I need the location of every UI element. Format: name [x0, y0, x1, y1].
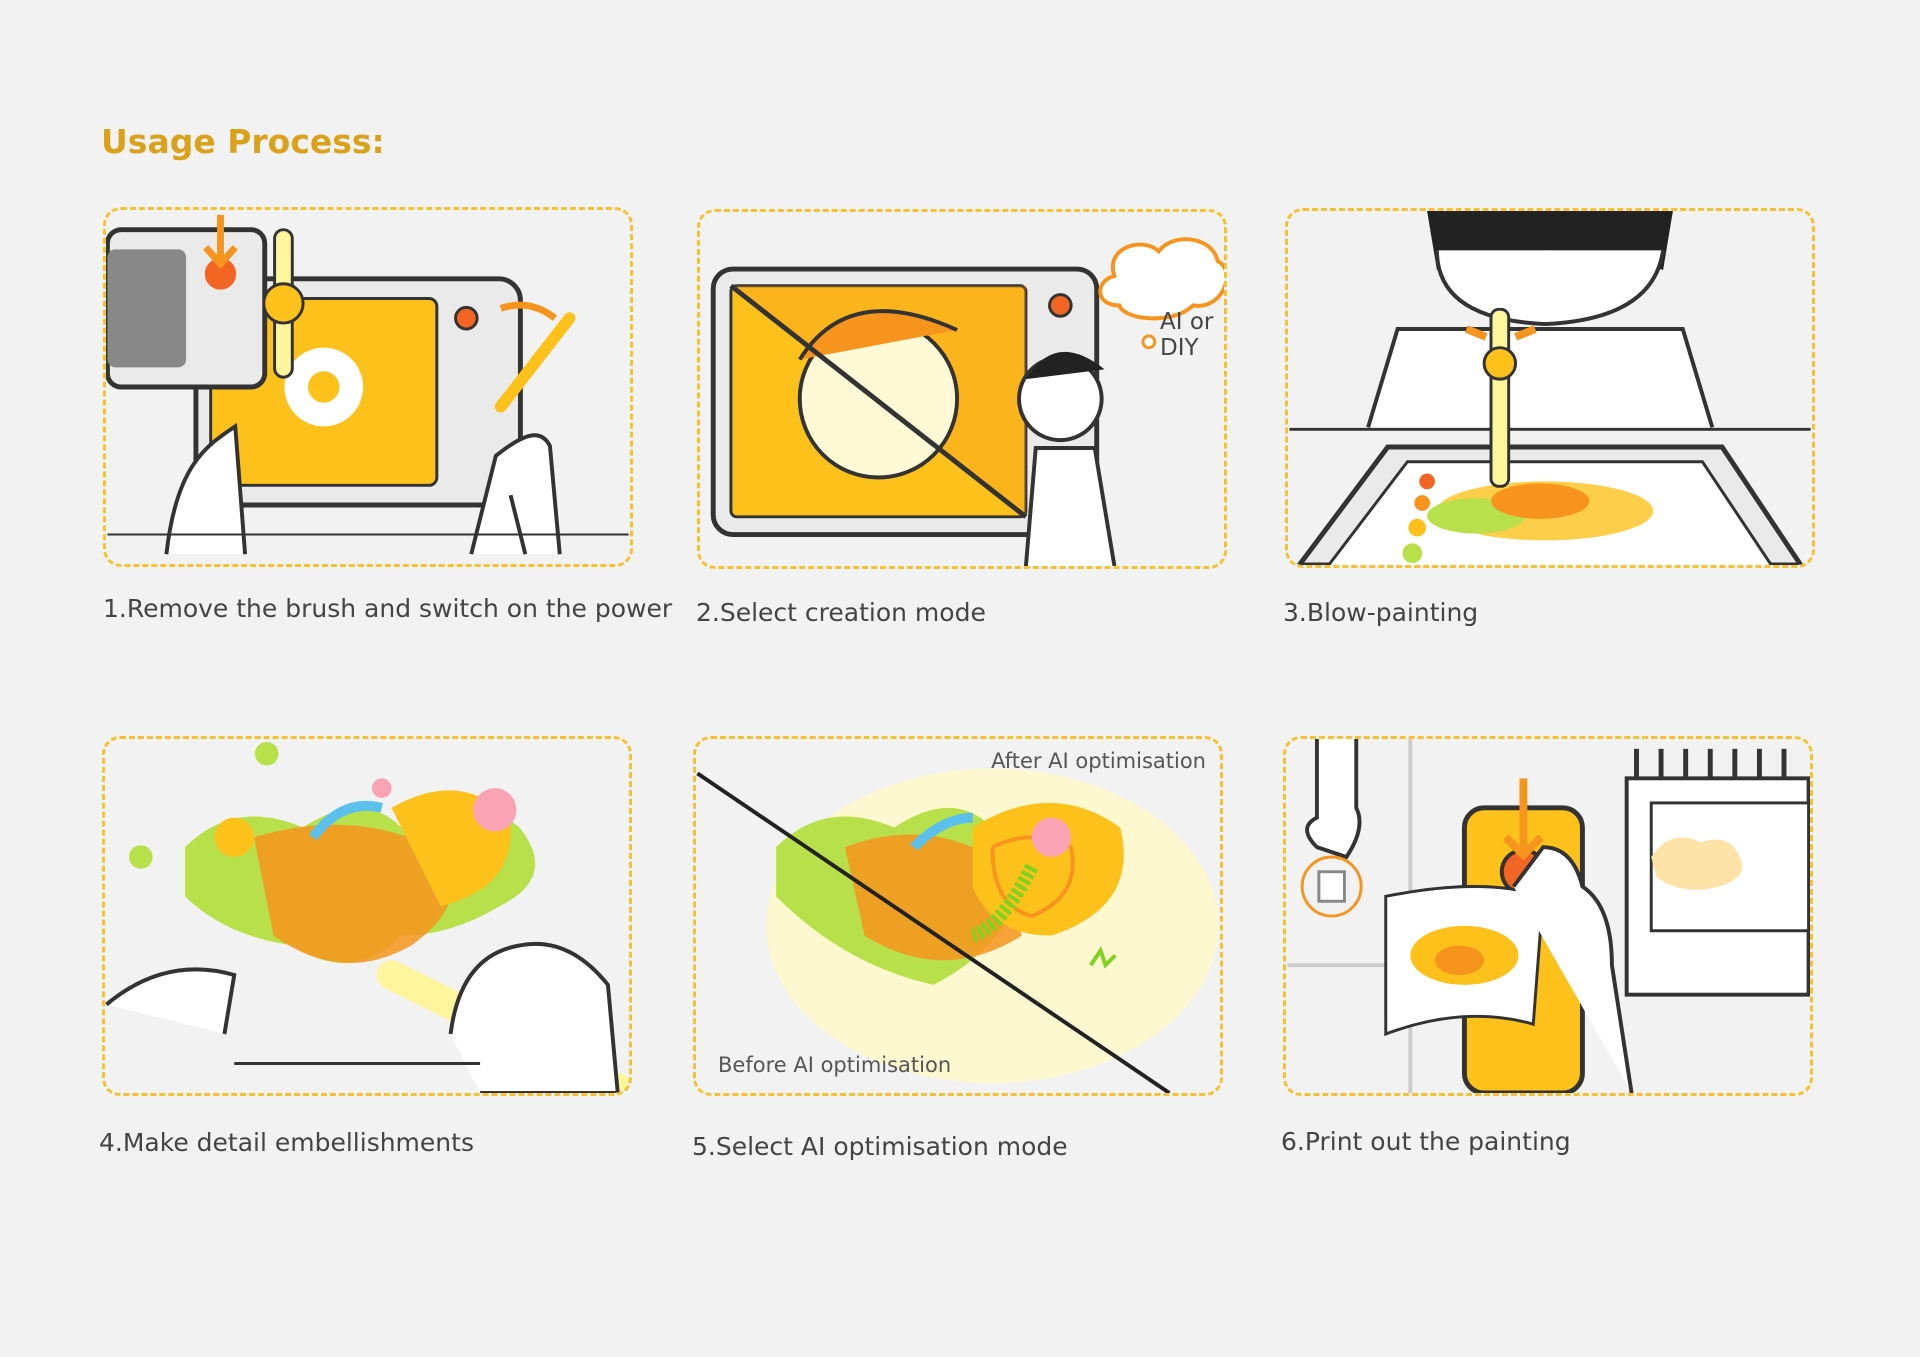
step-3-illustration [1285, 208, 1815, 568]
print-illustration [1287, 739, 1810, 1093]
embellishment-illustration [105, 741, 629, 1093]
step-4-caption: 4.Make detail embellishments [99, 1128, 474, 1157]
page-title: Usage Process: [101, 122, 385, 161]
ai-or-diy-bubble: AI or DIY [1160, 309, 1214, 361]
before-ai-label: Before AI optimisation [718, 1053, 952, 1077]
step-1-caption: 1.Remove the brush and switch on the pow… [103, 594, 673, 623]
step-6-caption: 6.Print out the painting [1281, 1127, 1571, 1156]
after-ai-label: After AI optimisation [991, 749, 1206, 773]
step-5-illustration: After AI optimisation Before AI optimisa… [693, 736, 1223, 1096]
ai-optimisation-illustration [696, 768, 1219, 1093]
step-2-caption: 2.Select creation mode [696, 598, 986, 627]
step-2-illustration: AI or DIY [697, 209, 1227, 569]
step-3-caption: 3.Blow-painting [1283, 598, 1479, 627]
step-1-illustration [103, 207, 633, 567]
step-5-caption: 5.Select AI optimisation mode [692, 1132, 1068, 1161]
step-4-illustration [102, 736, 632, 1096]
blow-painting-illustration [1289, 211, 1811, 565]
mode-select-illustration [710, 237, 1224, 566]
tablet-power-illustration [106, 214, 629, 555]
step-6-illustration [1283, 736, 1813, 1096]
